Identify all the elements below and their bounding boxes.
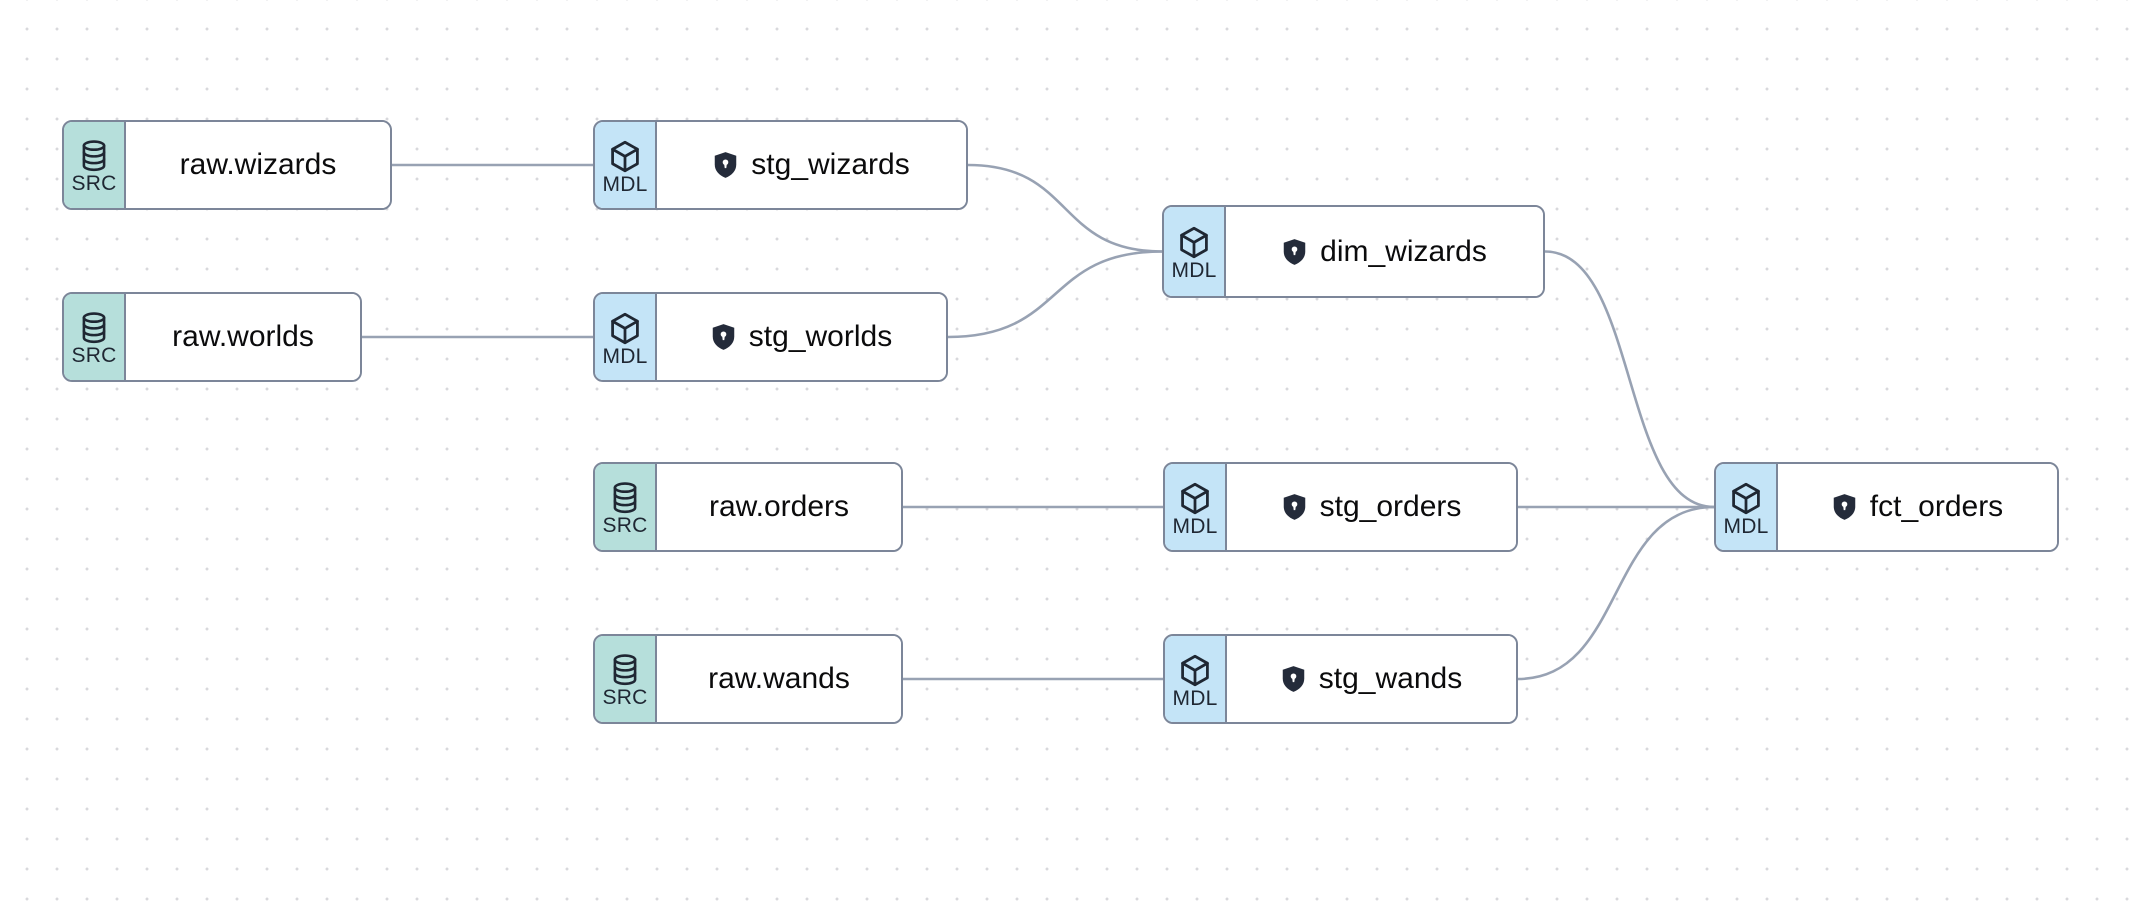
- edge-stg_wizards-to-dim_wizards: [966, 163, 1164, 253]
- node-badge-mdl: MDL: [1165, 636, 1227, 722]
- node-raw_wizards[interactable]: SRC raw.wizards: [62, 120, 392, 210]
- node-body: stg_orders: [1227, 464, 1516, 550]
- badge-label: SRC: [71, 172, 117, 195]
- node-body: dim_wizards: [1226, 207, 1543, 296]
- node-raw_wands[interactable]: SRC raw.wands: [593, 634, 903, 724]
- badge-label: SRC: [71, 344, 117, 367]
- node-raw_worlds[interactable]: SRC raw.worlds: [62, 292, 362, 382]
- badge-label: MDL: [602, 344, 648, 368]
- shield-lock-icon: [1282, 493, 1307, 521]
- shield-lock-icon: [1281, 665, 1306, 693]
- node-stg_wands[interactable]: MDL stg_wands: [1163, 634, 1518, 724]
- node-badge-mdl: MDL: [595, 122, 657, 208]
- node-label: raw.wizards: [179, 148, 337, 181]
- node-dim_wizards[interactable]: MDL dim_wizards: [1162, 205, 1545, 298]
- database-icon: [79, 312, 109, 344]
- node-body: stg_wizards: [657, 122, 966, 208]
- cube-icon: [609, 140, 641, 173]
- cube-icon: [1179, 482, 1211, 515]
- cube-icon: [1730, 482, 1762, 515]
- badge-label: SRC: [602, 686, 648, 709]
- node-body: raw.orders: [657, 464, 901, 550]
- node-badge-mdl: MDL: [595, 294, 657, 380]
- badge-label: MDL: [1723, 514, 1769, 538]
- node-badge-src: SRC: [595, 464, 657, 550]
- database-icon: [610, 482, 640, 514]
- cube-icon: [1178, 226, 1210, 259]
- node-body: fct_orders: [1778, 464, 2057, 550]
- node-raw_orders[interactable]: SRC raw.orders: [593, 462, 903, 552]
- node-label: raw.wands: [708, 662, 850, 695]
- edge-dim_wizards-to-fct_orders: [1543, 250, 1716, 509]
- shield-lock-icon: [1282, 238, 1307, 266]
- node-label: stg_worlds: [748, 320, 893, 353]
- edge-stg_wands-to-fct_orders: [1516, 505, 1716, 681]
- node-body: stg_worlds: [657, 294, 946, 380]
- node-label: dim_wizards: [1320, 234, 1487, 268]
- cube-icon: [609, 312, 641, 345]
- node-label: raw.worlds: [172, 320, 314, 353]
- node-badge-mdl: MDL: [1165, 464, 1227, 550]
- shield-lock-icon: [1832, 493, 1857, 521]
- node-stg_worlds[interactable]: MDL stg_worlds: [593, 292, 948, 382]
- cube-icon: [1179, 654, 1211, 687]
- database-icon: [79, 140, 109, 172]
- node-badge-src: SRC: [595, 636, 657, 722]
- node-body: raw.worlds: [126, 294, 360, 380]
- badge-label: MDL: [1172, 686, 1218, 710]
- node-label: stg_wands: [1318, 662, 1463, 695]
- node-label: fct_orders: [1869, 490, 2004, 523]
- node-body: raw.wands: [657, 636, 901, 722]
- node-badge-mdl: MDL: [1716, 464, 1778, 550]
- badge-label: SRC: [602, 514, 648, 537]
- database-icon: [610, 654, 640, 686]
- edge-stg_worlds-to-dim_wizards: [946, 250, 1164, 339]
- badge-label: MDL: [1171, 259, 1217, 282]
- shield-lock-icon: [711, 323, 736, 351]
- node-body: raw.wizards: [126, 122, 390, 208]
- node-badge-src: SRC: [64, 294, 126, 380]
- node-badge-src: SRC: [64, 122, 126, 208]
- node-badge-mdl: MDL: [1164, 207, 1226, 296]
- node-fct_orders[interactable]: MDL fct_orders: [1714, 462, 2059, 552]
- node-label: stg_orders: [1319, 490, 1462, 523]
- node-stg_orders[interactable]: MDL stg_orders: [1163, 462, 1518, 552]
- shield-lock-icon: [713, 151, 738, 179]
- node-label: stg_wizards: [751, 148, 910, 181]
- node-stg_wizards[interactable]: MDL stg_wizards: [593, 120, 968, 210]
- node-label: raw.orders: [708, 490, 850, 523]
- badge-label: MDL: [1172, 514, 1218, 538]
- badge-label: MDL: [602, 172, 648, 196]
- node-body: stg_wands: [1227, 636, 1516, 722]
